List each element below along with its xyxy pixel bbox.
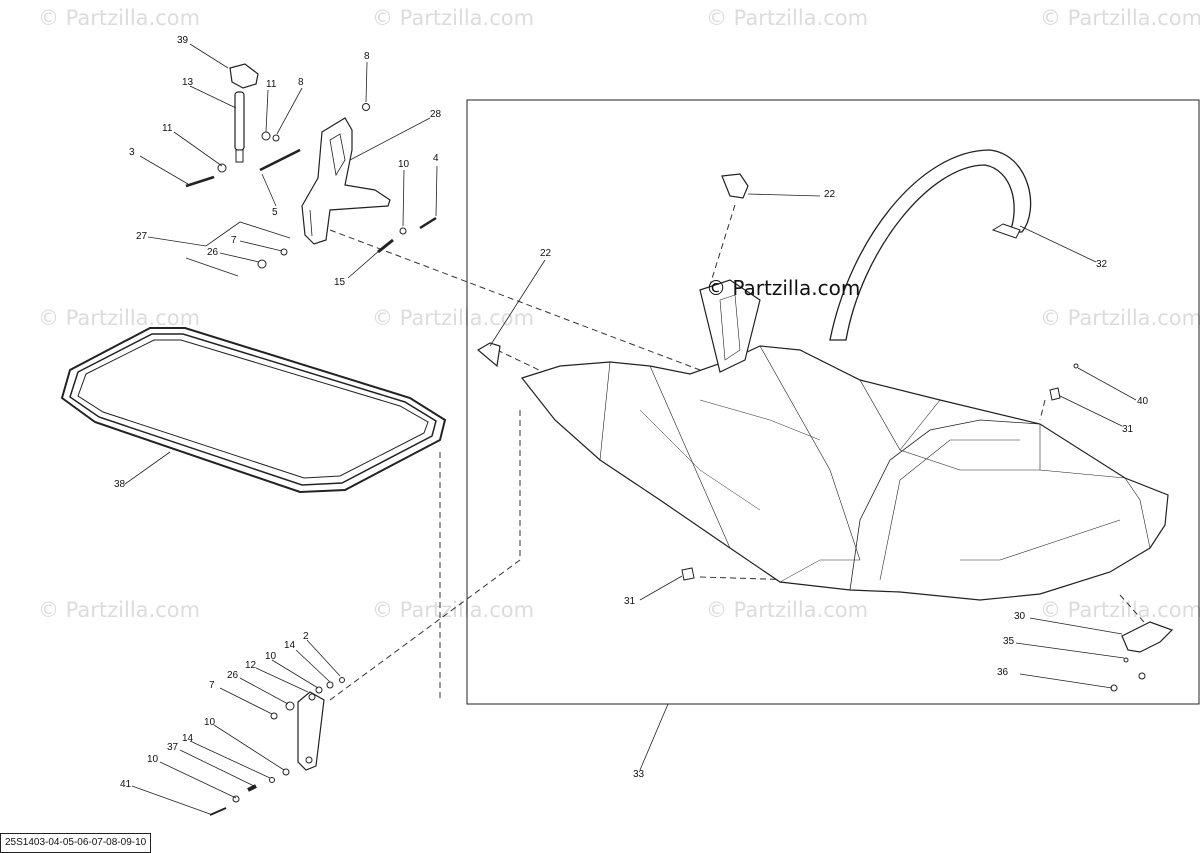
- callout-label: 10: [147, 754, 159, 765]
- callout-label: 13: [182, 77, 194, 88]
- callout-label: 41: [120, 779, 132, 790]
- seat-assembly-frame: [466, 99, 1200, 705]
- callout-label: 35: [1003, 636, 1015, 647]
- callout-label: 31: [1122, 424, 1134, 435]
- seat: [520, 279, 1169, 601]
- callout-label: 11: [162, 123, 173, 134]
- callout-label: 36: [997, 667, 1009, 678]
- callout-label: 15: [334, 277, 346, 288]
- watermark: © Partzilla.com: [38, 306, 201, 330]
- callout-label: 10: [265, 651, 277, 662]
- callout-label: 39: [177, 35, 189, 46]
- diagram-code: 25S1403-04-05-06-07-08-09-10: [0, 833, 152, 853]
- watermark: © Partzilla.com: [38, 6, 201, 30]
- watermark: © Partzilla.com: [372, 306, 535, 330]
- watermark: © Partzilla.com: [1040, 306, 1200, 330]
- callout-label: 8: [364, 51, 370, 62]
- callout-label: 22: [540, 248, 552, 259]
- seat-clip: [721, 173, 749, 199]
- callout-label: 8: [298, 77, 304, 88]
- callout-label: 10: [204, 717, 216, 728]
- watermark: © Partzilla.com: [372, 6, 535, 30]
- callout-label: 7: [209, 680, 215, 691]
- callout-label: 26: [227, 670, 239, 681]
- seal-ring: [60, 327, 447, 494]
- callout-label: 37: [167, 742, 179, 753]
- callout-label: 14: [284, 640, 296, 651]
- callout-label: 28: [430, 109, 442, 120]
- hinge-plate: [1121, 621, 1174, 653]
- assembly-line: [329, 229, 701, 371]
- callout-label: 2: [303, 631, 309, 642]
- callout-label: 11: [266, 79, 277, 90]
- assembly-line: [496, 349, 561, 381]
- callout-label: 22: [824, 189, 836, 200]
- watermark: © Partzilla.com: [38, 598, 201, 622]
- watermark: © Partzilla.com: [706, 6, 869, 30]
- callout-label: 30: [1014, 611, 1026, 622]
- watermark: © Partzilla.com: [706, 598, 869, 622]
- seat-bracket: [301, 117, 391, 245]
- assembly-line: [1039, 399, 1046, 421]
- callout-label: 4: [433, 153, 439, 164]
- brand-watermark: © Partzilla.com: [706, 276, 861, 300]
- hinge-strap: [229, 63, 259, 89]
- grab-strap: [829, 149, 1032, 341]
- callout-label: 14: [182, 733, 194, 744]
- callout-label: 40: [1137, 396, 1149, 407]
- watermark: © Partzilla.com: [372, 598, 535, 622]
- callout-label: 32: [1096, 259, 1108, 270]
- assembly-line: [709, 204, 736, 286]
- link-arm: [297, 691, 325, 771]
- callout-label: 33: [633, 769, 645, 780]
- callout-label: 10: [398, 159, 410, 170]
- callout-label: 31: [624, 596, 636, 607]
- watermark: © Partzilla.com: [1040, 6, 1200, 30]
- callout-label: 7: [231, 235, 237, 246]
- callout-label: 26: [207, 247, 219, 258]
- watermark: © Partzilla.com: [1040, 598, 1200, 622]
- callout-label: 38: [114, 479, 126, 490]
- callout-label: 5: [272, 207, 278, 218]
- callout-label: 3: [129, 147, 135, 158]
- callout-label: 12: [245, 660, 257, 671]
- assembly-line: [329, 410, 521, 701]
- seat-clip: [476, 342, 501, 368]
- callout-label: 27: [136, 231, 148, 242]
- gas-shock: [234, 91, 245, 151]
